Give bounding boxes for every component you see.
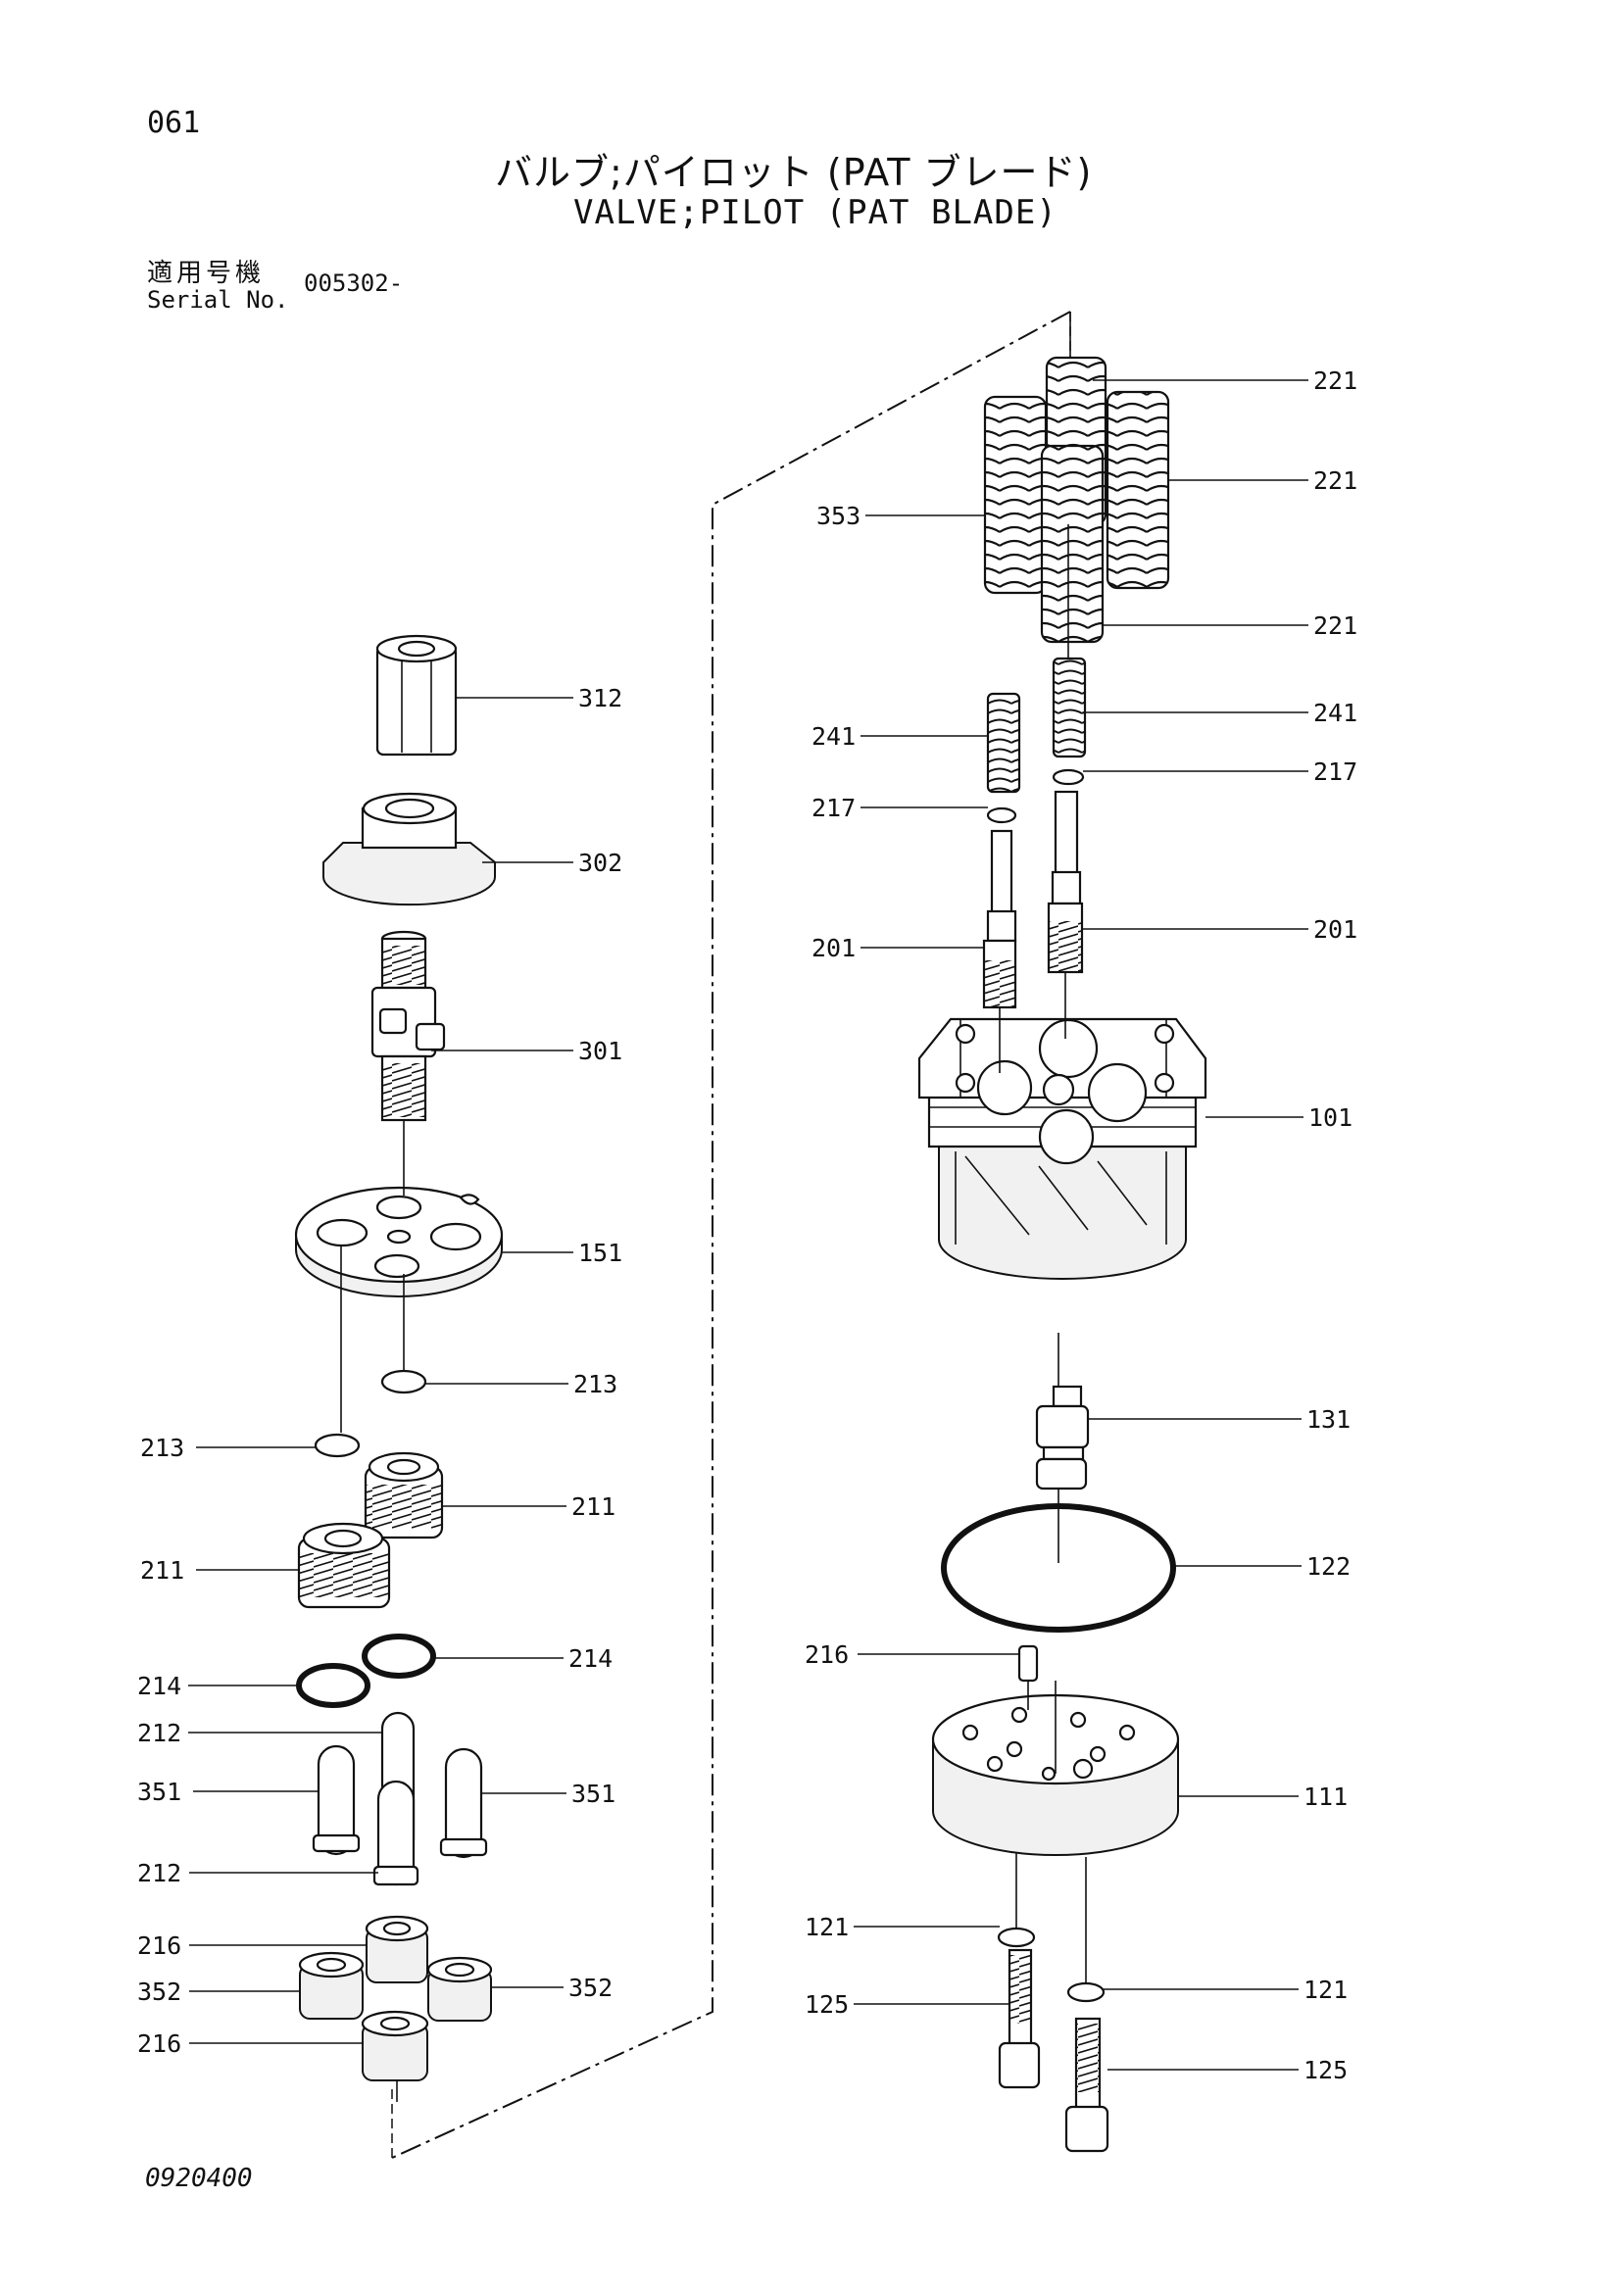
callout-201-left: 201 [812, 934, 856, 962]
callouts-left: 312 302 301 151 213 213 211 211 214 214 … [137, 684, 622, 2058]
callout-122: 122 [1306, 1552, 1351, 1581]
spring-353 [983, 395, 1048, 595]
o-ring-214-left [296, 1663, 370, 1708]
piston-351-right [439, 1747, 488, 1859]
callout-216-right: 216 [805, 1640, 849, 1669]
page-number: 061 [147, 106, 201, 140]
bolt-125-left [998, 1948, 1041, 2089]
leader-lines-left [188, 697, 573, 2044]
callout-216-top: 216 [137, 1931, 181, 1960]
plug-131 [1035, 1385, 1090, 1490]
cam-plate-302 [322, 792, 496, 906]
callout-131: 131 [1306, 1405, 1351, 1434]
callout-302: 302 [578, 849, 622, 877]
spring-241-left [986, 692, 1021, 794]
washer-217-left [986, 806, 1017, 824]
callout-101: 101 [1308, 1103, 1352, 1132]
serial-label-english: Serial No. [147, 286, 289, 314]
pin-216-right [1017, 1644, 1039, 1683]
nut-216-top [365, 1915, 429, 1983]
o-ring-214-right [362, 1634, 436, 1679]
title-english: VALVE;PILOT (PAT BLADE) [573, 193, 1057, 232]
callout-212-bottom: 212 [137, 1859, 181, 1887]
callout-125-left: 125 [805, 1990, 849, 2019]
callout-211-right: 211 [571, 1492, 615, 1521]
serial-value: 005302- [304, 269, 404, 297]
callout-312: 312 [578, 684, 622, 712]
callout-353: 353 [816, 502, 861, 530]
callout-125-right: 125 [1303, 2056, 1348, 2084]
washer-217-right [1052, 768, 1085, 786]
spring-221-back-right [1106, 390, 1170, 590]
plunger-212-front [372, 1780, 419, 1886]
callout-214-left: 214 [137, 1672, 181, 1700]
spring-221-front [1040, 444, 1105, 644]
spring-241-right [1052, 657, 1087, 758]
callout-352-left: 352 [137, 1978, 181, 2006]
title-japanese: バルブ;パイロット (PAT ブレード) [495, 151, 1093, 194]
assembly-axis-lines-right [999, 312, 1087, 1983]
socket-211-left [297, 1522, 391, 1609]
plate-151 [294, 1186, 504, 1297]
callout-217-left: 217 [812, 794, 856, 822]
nut-352-right [426, 1956, 493, 2022]
callout-352-right: 352 [568, 1974, 613, 2002]
joint-301 [370, 930, 446, 1122]
callout-241-left: 241 [812, 722, 856, 751]
washer-213-left [314, 1433, 361, 1458]
callout-214-right: 214 [568, 1644, 613, 1673]
callout-221-middle: 221 [1313, 466, 1357, 495]
callout-121-left: 121 [805, 1913, 849, 1941]
spool-201-right [1047, 790, 1084, 974]
callout-111: 111 [1303, 1783, 1348, 1811]
serial-label-japanese: 適用号機 [147, 259, 266, 288]
callout-213-left: 213 [140, 1434, 184, 1462]
assembly-axis-lines-left [340, 1120, 405, 2102]
seal-121-left [997, 1927, 1036, 1948]
callout-301: 301 [578, 1037, 622, 1065]
nut-216-bottom [361, 2010, 429, 2081]
callout-121-right: 121 [1303, 1976, 1348, 2004]
spool-201-left [982, 829, 1017, 1009]
nut-352-left [298, 1951, 365, 2020]
callout-211-left: 211 [140, 1556, 184, 1585]
callout-151: 151 [578, 1239, 622, 1267]
callout-217-right: 217 [1313, 757, 1357, 786]
washer-213-right [380, 1369, 427, 1394]
callout-201-right: 201 [1313, 915, 1357, 944]
group-boundary-dashdot [391, 311, 1071, 2159]
casing-101 [917, 1017, 1207, 1280]
callout-351-right: 351 [571, 1780, 615, 1808]
seal-121-right [1066, 1981, 1106, 2003]
callout-221-bottom: 221 [1313, 611, 1357, 640]
bolt-125-right [1064, 2017, 1109, 2153]
leader-lines-right [854, 379, 1308, 2071]
callout-351-left: 351 [137, 1778, 181, 1806]
callout-221-top: 221 [1313, 366, 1357, 395]
piston-351-left [312, 1744, 361, 1856]
callout-216-bottom: 216 [137, 2029, 181, 2058]
drawing-code: 0920400 [145, 2164, 253, 2193]
callout-213-right: 213 [573, 1370, 617, 1398]
callout-212-top: 212 [137, 1719, 181, 1747]
callouts-right: 221 221 221 353 241 241 217 217 201 201 … [805, 366, 1357, 2084]
callout-241-right: 241 [1313, 699, 1357, 727]
socket-211-right [364, 1451, 444, 1539]
nut-312 [375, 634, 458, 757]
